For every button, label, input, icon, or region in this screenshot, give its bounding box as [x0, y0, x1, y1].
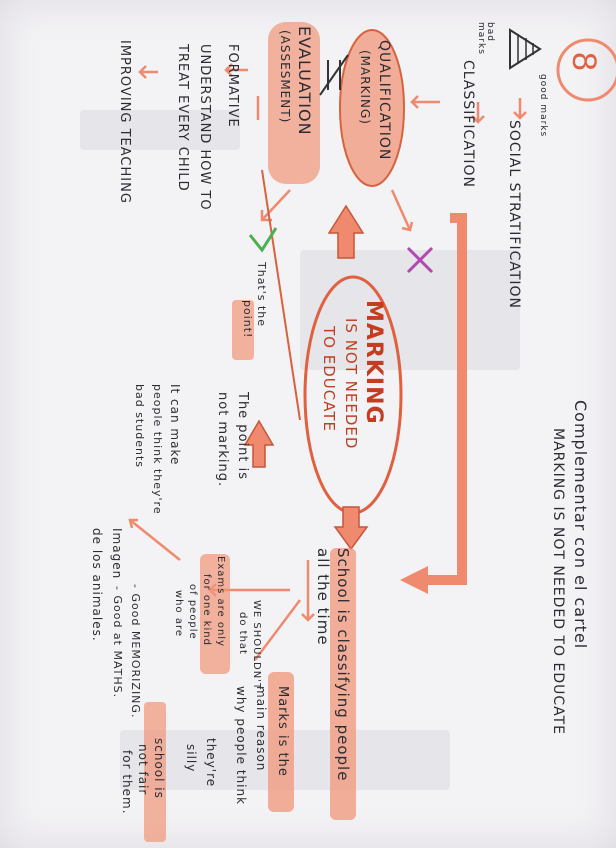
exams-line-4: who are	[173, 590, 184, 637]
formative-label: FORMATIVE	[225, 44, 240, 128]
marks-highlight	[268, 672, 294, 812]
understand-line-2: TREAT EVERY CHILD	[175, 44, 190, 192]
people-think-line-1: It can make	[168, 384, 182, 466]
page-number: 8	[565, 52, 603, 71]
imagen-line-2: de los animales.	[90, 528, 104, 642]
center-title-line-3: TO EDUCATE	[320, 326, 338, 432]
improving-label: IMPROVING TEACHING	[117, 40, 132, 204]
we-shouldnt-line-2: do that	[237, 612, 248, 655]
connector-arrowhead-icon	[400, 566, 428, 594]
evaluation-sub-label: (ASSESMENT)	[278, 30, 292, 124]
school-classifying-line-1: School is classifying people	[334, 548, 352, 782]
point-highlight	[232, 300, 254, 360]
point-not-marking-line-2: not marking.	[215, 392, 230, 488]
school-classifying-line-2: all the time	[314, 548, 332, 646]
bad-marks-label: bad marks	[476, 22, 495, 55]
block-arrow-icon	[333, 506, 369, 551]
header-line-1: Complementar con el cartel	[571, 400, 590, 650]
qualification-label: QUALIFICATION	[376, 40, 392, 161]
exams-highlight	[200, 554, 230, 674]
center-title-line-1: MARKING	[361, 300, 386, 425]
school-not-fair-line-2: not fair	[136, 744, 150, 796]
evaluation-highlight	[268, 22, 320, 184]
qualification-highlight	[339, 29, 405, 187]
not-equal-icon	[319, 54, 349, 96]
thats-the-point-line-2: point!	[241, 300, 254, 339]
long-connector-arrow	[428, 213, 467, 585]
exams-line-3: of people	[187, 584, 198, 640]
cross-icon	[406, 246, 434, 274]
school-not-fair-line-1: school is	[152, 738, 166, 799]
school-highlight	[330, 548, 356, 820]
block-arrow-icon	[243, 419, 275, 468]
exams-line-1: Exams are only	[215, 556, 226, 647]
qualification-sub-label: (MARKING)	[358, 50, 372, 125]
marks-reason-line-2: main reason	[254, 686, 268, 772]
good-memorizing-label: - Good MEMORIZING.	[129, 584, 142, 719]
evaluation-label: EVALUATION	[295, 26, 314, 136]
center-title-line-2: IS NOT NEEDED	[342, 318, 360, 450]
social-stratification-label: SOCIAL STRATIFICATION	[506, 120, 522, 310]
pyramid-icon	[509, 28, 542, 70]
thats-the-point-line-1: That's the	[255, 262, 268, 328]
header-line-2: MARKING IS NOT NEEDED TO EDUCATE	[550, 428, 566, 736]
school-fair-highlight	[144, 702, 166, 842]
point-not-marking-line-1: The point is	[235, 392, 250, 480]
marks-reason-line-3: why people think	[234, 686, 248, 806]
people-think-line-2: people think they're	[151, 384, 164, 515]
theyre-silly-line-2: silly	[184, 744, 198, 773]
good-marks-label: good marks	[538, 74, 548, 138]
thin-arrow	[261, 169, 301, 421]
page-number-circle	[556, 38, 616, 102]
understand-line-1: UNDERSTAND HOW TO	[197, 44, 212, 211]
exams-line-2: for one kind	[201, 574, 212, 646]
classification-label: CLASSIFICATION	[460, 60, 476, 188]
check-icon	[248, 227, 278, 253]
block-arrow-icon	[327, 204, 365, 259]
bleed-through-box	[80, 110, 240, 150]
we-shouldnt-line-1: WE SHOULDN'T	[251, 600, 262, 691]
people-think-line-3: bad students	[133, 384, 146, 468]
theyre-silly-line-1: they're	[204, 738, 218, 788]
marks-reason-line-1: Marks is the	[275, 686, 290, 777]
good-maths-label: - Good at MATHS.	[111, 586, 124, 699]
school-not-fair-line-3: for them.	[120, 750, 134, 815]
imagen-line-1: Imagen	[110, 528, 124, 580]
